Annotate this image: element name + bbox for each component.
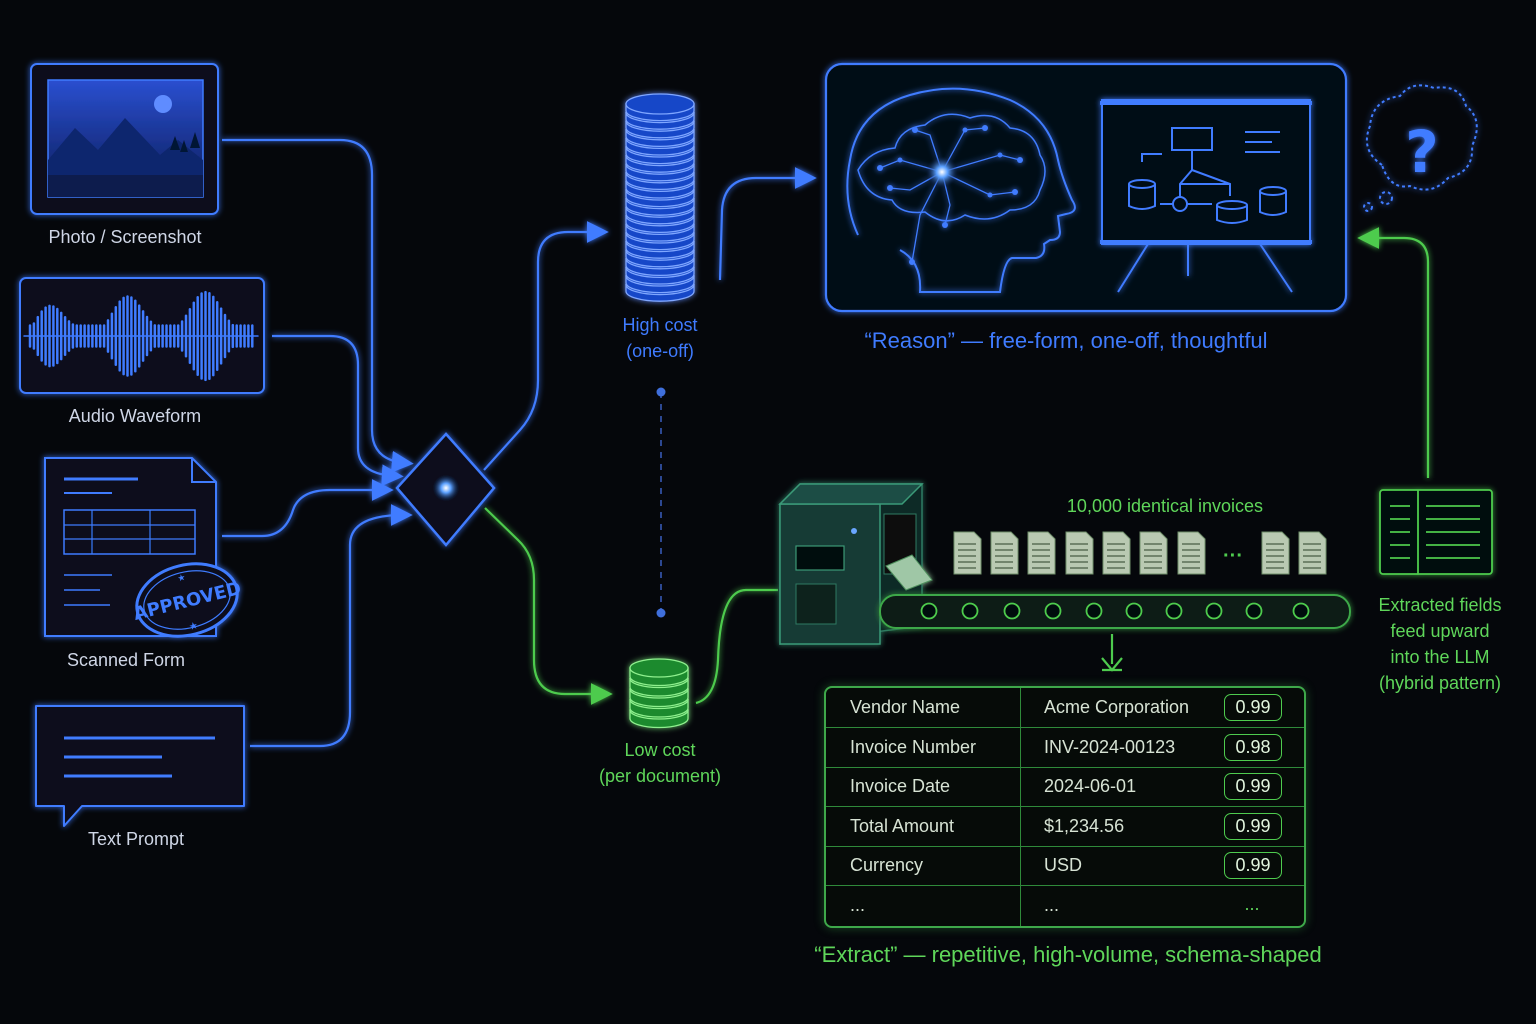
waveform-icon — [23, 290, 259, 382]
roller — [1165, 602, 1183, 620]
roller — [1245, 602, 1263, 620]
field-name-cell: Invoice Date — [850, 776, 951, 797]
field-value-cell: $1,234.56 — [1044, 815, 1125, 836]
roller — [1125, 602, 1143, 620]
field-name-cell: Vendor Name — [850, 697, 961, 717]
extract-caption: “Extract” — repetitive, high-volume, sch… — [814, 942, 1322, 967]
sun-icon — [154, 95, 172, 113]
high-cost-title: High cost — [622, 315, 698, 335]
down-arrow-icon — [1101, 634, 1123, 672]
field-value-cell: 2024-06-01 — [1044, 776, 1137, 797]
low-cost-label: Low cost (per document) — [570, 737, 750, 789]
conveyor-label: 10,000 identical invoices — [1066, 496, 1264, 516]
route-to-extractor — [695, 588, 778, 705]
invoice-stack-row — [953, 531, 1327, 575]
question-mark-icon: ? — [1405, 118, 1439, 186]
high-cost-coin-stack — [625, 93, 695, 302]
field-value-cell: Acme Corporation — [1044, 697, 1190, 717]
table-row: Currency USD 0.99 — [826, 846, 1304, 887]
table-row: ......... — [826, 886, 1304, 925]
low-cost-coin-stack — [629, 658, 689, 729]
invoice-icon — [1027, 531, 1056, 575]
thought-bubble-icon — [1363, 84, 1478, 212]
field-value-cell: ... — [1044, 895, 1060, 915]
reason-caption: “Reason” — free-form, one-off, thoughtfu… — [864, 328, 1268, 353]
stamp-star-icon: ★ — [188, 620, 199, 633]
extracted-note-line: feed upward — [1390, 621, 1490, 641]
roller — [920, 602, 938, 620]
field-name-cell: Currency — [850, 855, 924, 876]
invoice-icon — [953, 531, 982, 575]
invoice-icon — [1065, 531, 1094, 575]
text-prompt-card — [35, 705, 245, 827]
confidence-badge: 0.98 — [1224, 733, 1282, 761]
low-cost-subtitle: (per document) — [598, 766, 722, 786]
confidence-badge: 0.99 — [1224, 812, 1282, 840]
invoice-icon — [1298, 531, 1327, 575]
extracted-note: Extracted fields feed upward into the LL… — [1360, 592, 1520, 696]
invoice-icon — [1177, 531, 1206, 575]
router-node — [395, 432, 496, 547]
table-row: Vendor Name Acme Corporation 0.99 — [826, 688, 1304, 728]
confidence-badge: 0.99 — [1224, 694, 1282, 721]
roller — [961, 602, 979, 620]
stamp-star-icon: ★ — [176, 572, 186, 584]
invoice-icon — [990, 531, 1019, 575]
audio-input-card — [19, 277, 265, 394]
whiteboard-icon — [1100, 99, 1312, 293]
input-connectors — [222, 138, 414, 748]
feedback-arrow — [1357, 227, 1430, 478]
conveyor-belt — [879, 594, 1351, 629]
roller — [1292, 602, 1310, 620]
route-to-high-cost — [483, 221, 609, 471]
text-prompt-label: Text Prompt — [87, 829, 185, 849]
table-row: Invoice Number INV-2024-00123 0.98 — [826, 728, 1304, 768]
roller — [1205, 602, 1223, 620]
extracted-note-line: (hybrid pattern) — [1378, 673, 1502, 693]
roller — [1085, 602, 1103, 620]
field-value-cell: INV-2024-00123 — [1044, 736, 1176, 757]
invoice-icon — [1261, 531, 1290, 575]
conveyor-ellipsis: ··· — [1223, 545, 1243, 567]
extracted-note-line: into the LLM — [1390, 647, 1490, 667]
extracted-fields-icon — [1379, 489, 1493, 575]
table-row: Invoice Date 2024-06-01 0.99 — [826, 767, 1304, 808]
table-row: Total Amount $1,234.56 0.99 — [826, 807, 1304, 847]
brain-head-icon — [846, 87, 1076, 293]
invoice-icon — [1102, 531, 1131, 575]
field-name-cell: Invoice Number — [850, 736, 977, 757]
high-cost-subtitle: (one-off) — [626, 341, 694, 361]
scanned-form-card: APPROVED ★ ★ — [44, 457, 243, 638]
confidence-badge: ... — [1244, 894, 1260, 914]
field-name-cell: Total Amount — [850, 815, 955, 836]
extracted-note-line: Extracted fields — [1378, 595, 1502, 615]
high-cost-label: High cost (one-off) — [580, 312, 740, 364]
cost-separator — [656, 387, 666, 618]
confidence-badge: 0.99 — [1224, 852, 1282, 880]
field-name-cell: ... — [850, 895, 866, 915]
route-to-reason — [718, 167, 817, 281]
approved-stamp: APPROVED ★ ★ — [131, 562, 243, 638]
photo-label: Photo / Screenshot — [48, 227, 202, 247]
confidence-badge: 0.99 — [1224, 773, 1282, 801]
brain-core-glow — [926, 156, 958, 188]
coin-face — [629, 658, 689, 678]
roller — [1003, 602, 1021, 620]
roller — [1044, 602, 1062, 620]
route-to-low-cost — [484, 507, 613, 705]
field-value-cell: USD — [1044, 855, 1083, 876]
photo-input-card — [30, 63, 219, 215]
scanned-form-label: Scanned Form — [66, 650, 186, 670]
coin-face — [625, 93, 695, 115]
invoice-icon — [1139, 531, 1168, 575]
low-cost-title: Low cost — [624, 740, 696, 760]
audio-label: Audio Waveform — [68, 406, 202, 426]
